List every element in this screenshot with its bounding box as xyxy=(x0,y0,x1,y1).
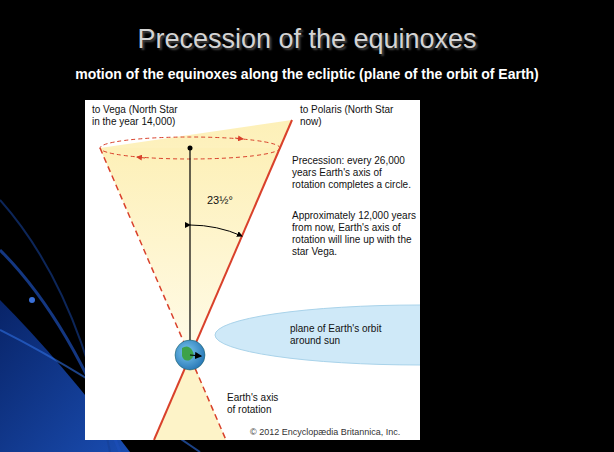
orbit-plane-label: plane of Earth's orbit around sun xyxy=(290,323,402,347)
precession-illustration xyxy=(85,100,420,440)
slide-subtitle: motion of the equinoxes along the eclipt… xyxy=(0,66,614,82)
orbit-plane-ellipse: plane of Earth's orbit around sun xyxy=(215,305,420,365)
copyright-note: © 2012 Encyclopædia Britannica, Inc. xyxy=(250,426,400,438)
axis-label: Earth's axis of rotation xyxy=(227,392,287,416)
illustration-panel: to Vega (North Star in the year 14,000) t… xyxy=(85,100,420,440)
slide-title: Precession of the equinoxes xyxy=(0,24,614,55)
precession-note: Precession: every 26,000 years Earth's a… xyxy=(292,155,416,191)
tilt-angle: 23½° xyxy=(207,194,233,206)
vega-label: to Vega (North Star in the year 14,000) xyxy=(92,104,178,128)
vega-alignment-note: Approximately 12,000 years from now, Ear… xyxy=(292,210,416,258)
polaris-label: to Polaris (North Star now) xyxy=(300,104,395,128)
